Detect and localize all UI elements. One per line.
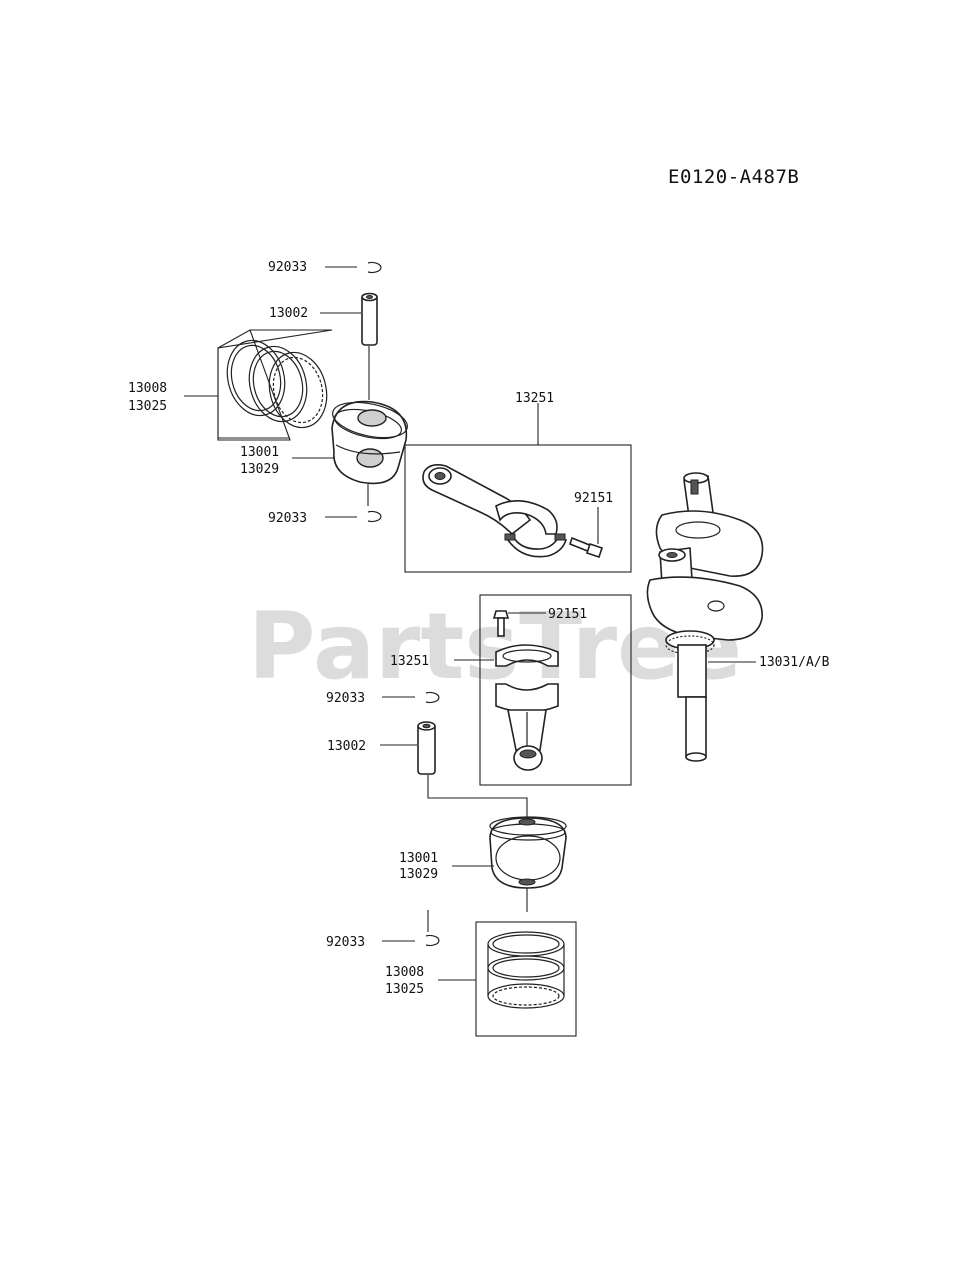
crankshaft-part[interactable]	[646, 472, 764, 762]
label-92033-bottom-upper[interactable]: 92033	[326, 691, 365, 706]
label-92033-bottom-lower[interactable]: 92033	[326, 935, 365, 950]
piston-top-part[interactable]	[330, 396, 411, 485]
snap-ring-top-lower-part[interactable]	[367, 510, 382, 523]
snap-ring-top-part[interactable]	[367, 261, 382, 274]
label-13025-top[interactable]: 13025	[128, 399, 167, 414]
connecting-rod-bottom-part[interactable]	[495, 644, 559, 771]
piston-pin-bottom-part[interactable]	[417, 721, 436, 775]
label-13251-bottom[interactable]: 13251	[390, 654, 429, 669]
label-92151-top[interactable]: 92151	[574, 491, 613, 506]
label-92033-top[interactable]: 92033	[268, 260, 307, 275]
rod-top-box	[404, 444, 632, 573]
piston-rings-bottom-part[interactable]	[487, 931, 565, 1009]
snap-ring-bottom-lower-part[interactable]	[425, 934, 440, 947]
label-13008-top[interactable]: 13008	[128, 381, 167, 396]
label-13031-crankshaft[interactable]: 13031/A/B	[759, 655, 830, 670]
rings-top-frame	[217, 329, 332, 439]
piston-bottom-part[interactable]	[489, 816, 567, 889]
rod-bottom-box	[479, 594, 632, 786]
label-92151-bottom[interactable]: 92151	[548, 607, 587, 622]
label-13008-bottom[interactable]: 13008	[385, 965, 424, 980]
label-13001-bottom[interactable]: 13001	[399, 851, 438, 866]
snap-ring-bottom-upper-part[interactable]	[425, 691, 440, 704]
label-13251-top[interactable]: 13251	[515, 391, 554, 406]
label-13025-bottom[interactable]: 13025	[385, 982, 424, 997]
rod-bolt-top-part[interactable]	[569, 536, 604, 559]
label-13001-top[interactable]: 13001	[240, 445, 279, 460]
rod-bolt-bottom-part[interactable]	[492, 610, 510, 637]
leader-pin-to-piston-bottom	[427, 775, 528, 818]
label-13029-top[interactable]: 13029	[240, 462, 279, 477]
rings-bottom-box	[475, 921, 577, 1037]
label-13002-top[interactable]: 13002	[269, 306, 308, 321]
label-13029-bottom[interactable]: 13029	[399, 867, 438, 882]
label-13002-bottom[interactable]: 13002	[327, 739, 366, 754]
label-92033-top-lower[interactable]: 92033	[268, 511, 307, 526]
diagram-code: E0120-A487B	[668, 166, 799, 188]
piston-pin-top-part[interactable]	[361, 292, 378, 346]
piston-rings-top-part[interactable]	[220, 334, 335, 433]
connecting-rod-top-part[interactable]	[422, 464, 568, 558]
